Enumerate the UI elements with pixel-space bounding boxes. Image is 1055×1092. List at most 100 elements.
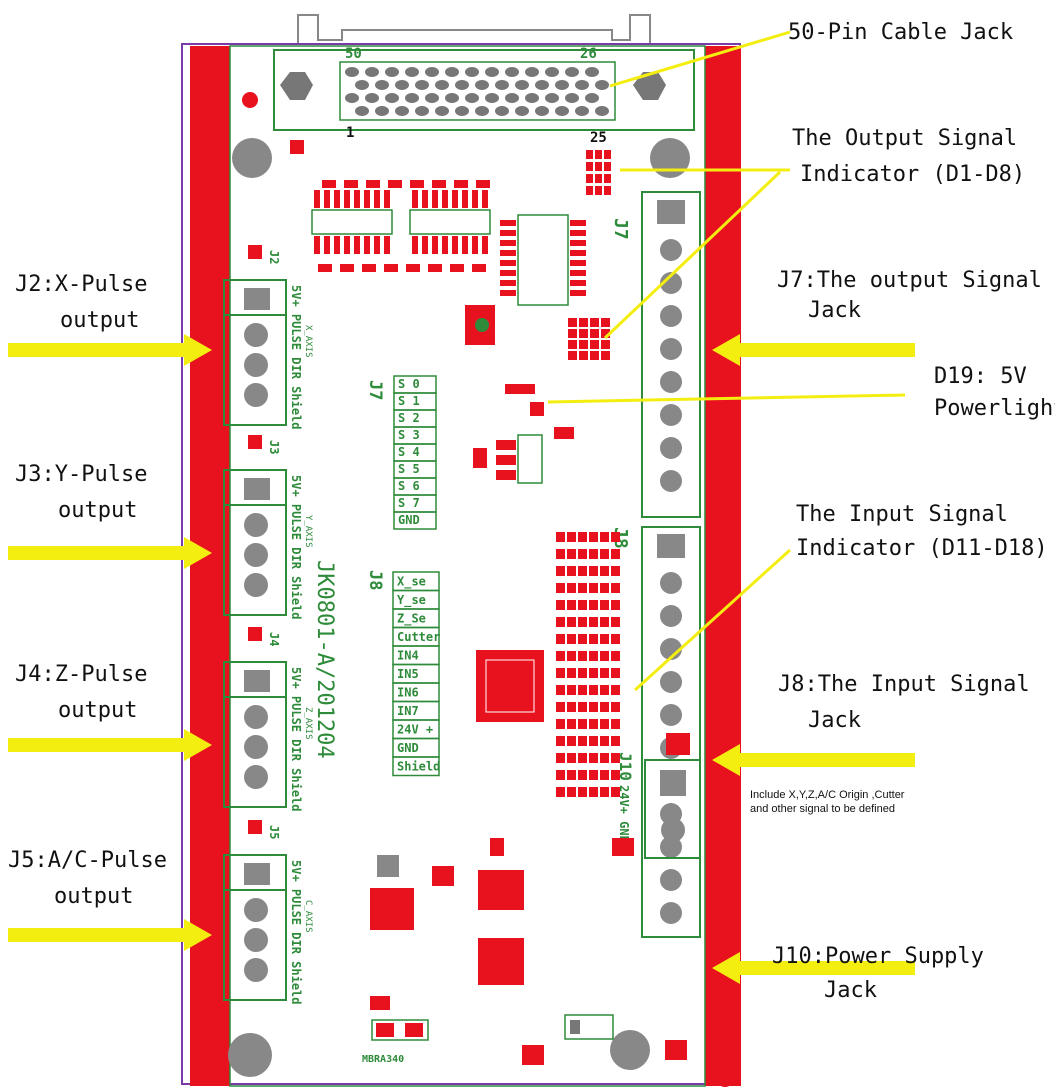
cable-pin [515, 80, 529, 90]
cable-pin [575, 80, 589, 90]
callout-j3-line1: J3:Y-Pulse [15, 462, 148, 487]
output-indicator-led [604, 174, 611, 183]
input-indicator-part [600, 634, 609, 644]
axis-connector-pins-label: 5V+ PULSE DIR Shield [289, 667, 303, 812]
input-indicator-part [567, 753, 576, 763]
callout-j4-line2: output [58, 698, 138, 723]
callout-output-indicator-line1: The Output Signal [792, 126, 1018, 151]
cable-pin [515, 106, 529, 116]
capacitor-c6 [377, 855, 399, 877]
capacitor-c17 [248, 627, 262, 641]
ic-u4 [370, 888, 414, 930]
cable-pin [555, 80, 569, 90]
cable-pin [575, 106, 589, 116]
output-indicator-led [601, 318, 610, 327]
table-cell-text: Shield [397, 760, 440, 774]
cable-pin [525, 67, 539, 77]
input-indicator-part [567, 634, 576, 644]
table-cell-text: Y_se [397, 593, 426, 608]
input-indicator-part [589, 668, 598, 678]
input-indicator-part [589, 787, 598, 797]
input-indicator-part [556, 668, 565, 678]
input-indicator-part [567, 651, 576, 661]
cable-pin [345, 93, 359, 103]
output-indicator-led [601, 351, 610, 360]
resistor [454, 180, 468, 188]
input-indicator-part [567, 770, 576, 780]
cable-pin [375, 106, 389, 116]
capacitor-c139 [490, 838, 504, 856]
input-indicator-part [556, 566, 565, 576]
input-indicator-part [600, 651, 609, 661]
input-indicator-part [578, 532, 587, 542]
output-indicator-led [579, 340, 588, 349]
inductor-l1 [478, 870, 524, 985]
input-indicator-part [589, 719, 598, 729]
capacitor [554, 427, 574, 439]
capacitor [432, 866, 454, 886]
input-indicator-part [611, 600, 620, 610]
cable-pin [535, 106, 549, 116]
j10-pins-label: 24V+ GND [617, 785, 631, 843]
callout-arrow [8, 729, 212, 761]
input-indicator-part [611, 719, 620, 729]
callout-j7-line1: J7:The output Signal [777, 268, 1042, 293]
input-indicator-part [589, 685, 598, 695]
input-indicator-part [556, 753, 565, 763]
input-indicator-part [589, 736, 598, 746]
input-indicator-part [578, 634, 587, 644]
j10-ref-label: J10 [616, 752, 635, 781]
input-indicator-part [578, 566, 587, 576]
callout-j7-line2: Jack [808, 298, 861, 323]
input-indicator-part [556, 600, 565, 610]
input-indicator-part [578, 583, 587, 593]
cable-pin [525, 93, 539, 103]
input-indicator-part [611, 549, 620, 559]
leader-lines [547, 30, 906, 692]
j8-table-title: J8 [365, 570, 385, 590]
callout-cable-jack: 50-Pin Cable Jack [788, 20, 1014, 45]
capacitor-c3 [612, 838, 634, 856]
ic-u23 [476, 650, 544, 722]
cable-pin [455, 80, 469, 90]
output-indicator-led [595, 186, 602, 195]
led-d20 [522, 1045, 544, 1065]
callout-j10-line1: J10:Power Supply [772, 944, 984, 969]
cable-pin [395, 80, 409, 90]
cable-pin [435, 80, 449, 90]
cable-pin [545, 67, 559, 77]
input-indicator-part [578, 753, 587, 763]
resistor [406, 264, 420, 272]
callout-j2-line2: output [60, 308, 140, 333]
output-indicator-led [579, 329, 588, 338]
table-cell [392, 756, 440, 777]
output-indicator-led [604, 162, 611, 171]
input-indicator-part [578, 685, 587, 695]
cable-pin [415, 80, 429, 90]
input-indicator-part [589, 566, 598, 576]
input-indicator-part [567, 719, 576, 729]
input-indicator-part [567, 736, 576, 746]
terminal-screw [660, 869, 682, 891]
cable-pin [355, 106, 369, 116]
input-indicator-part [600, 702, 609, 712]
cable-pin [435, 106, 449, 116]
cable-pin [465, 93, 479, 103]
cable-pin [405, 93, 419, 103]
input-indicator-part [600, 719, 609, 729]
callout-j8-line1: J8:The Input Signal [778, 672, 1030, 697]
j7-ref-label: J7 [610, 218, 631, 240]
input-indicator-part [611, 753, 620, 763]
input-indicator-part [589, 617, 598, 627]
table-cell-text: S 6 [398, 479, 420, 493]
axis-connector-ref-label: J4 [267, 632, 281, 646]
axis-connector-ref-label: J2 [267, 250, 281, 264]
ic-u1-u2 [311, 190, 491, 254]
input-indicator-part [556, 736, 565, 746]
input-indicator-part [578, 617, 587, 627]
input-indicator-part [578, 600, 587, 610]
input-indicator-part [567, 787, 576, 797]
table-cell-text: IN4 [397, 649, 419, 663]
table-cell-text: S 1 [398, 394, 420, 408]
